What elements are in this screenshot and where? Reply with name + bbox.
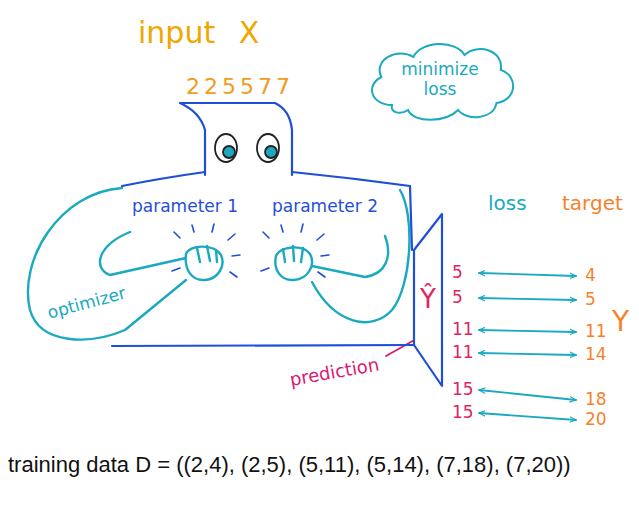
- target-value: 4: [585, 266, 596, 286]
- eye: [215, 134, 237, 162]
- target-value: 11: [585, 322, 607, 342]
- loss-arrow: [479, 353, 576, 355]
- optimizer-label: optimizer: [45, 284, 128, 324]
- y-symbol: Y: [612, 306, 629, 338]
- target-value: 20: [585, 410, 607, 430]
- prediction-value: 5: [452, 263, 463, 283]
- trapezoid-outline: [414, 214, 442, 386]
- loss-arrow: [479, 330, 576, 332]
- y-hat-symbol: Ŷ: [420, 285, 436, 315]
- fist-fingers: [197, 246, 217, 262]
- prediction-value: 11: [452, 320, 474, 340]
- fist-fingers: [283, 246, 303, 262]
- fist: [186, 247, 223, 280]
- prediction-label: prediction: [288, 354, 381, 390]
- press-sparkle: [172, 224, 240, 277]
- body-outline: [112, 172, 414, 346]
- funnel-head: [180, 103, 292, 175]
- prediction-value: 15: [452, 380, 474, 400]
- optimizer-arm: [100, 232, 186, 275]
- target-value: 18: [585, 390, 607, 410]
- cloud-outline: [372, 44, 513, 120]
- cloud-text: minimize loss: [390, 60, 490, 99]
- prediction-value: 15: [452, 403, 474, 423]
- press-sparkle: [261, 224, 329, 277]
- loss-arrow: [479, 413, 576, 420]
- parameter-label: parameter 1: [132, 197, 238, 217]
- eye: [257, 134, 279, 162]
- loss-arrow: [479, 273, 576, 276]
- target-value: 14: [585, 345, 607, 365]
- output-trapezoid: Ŷ: [410, 210, 446, 390]
- training-data: training data D = ((2,4), (2,5), (5,11),…: [8, 452, 571, 477]
- parameter-label: parameter 2: [272, 197, 378, 217]
- loss-arrow: [479, 390, 576, 400]
- cloud-bubble: minimize loss: [360, 35, 520, 125]
- prediction-value: 11: [452, 343, 474, 363]
- input-values: 225577: [186, 76, 294, 98]
- target-header: target: [562, 192, 623, 215]
- target-value: 5: [585, 290, 596, 310]
- input-label: input X: [138, 16, 259, 51]
- pupil: [223, 146, 235, 158]
- pupil: [265, 146, 277, 158]
- model-body: parameter 1 parameter 2: [112, 170, 415, 350]
- loss-header: loss: [488, 192, 527, 215]
- prediction-value: 5: [452, 288, 463, 308]
- loss-arrow: [479, 298, 576, 300]
